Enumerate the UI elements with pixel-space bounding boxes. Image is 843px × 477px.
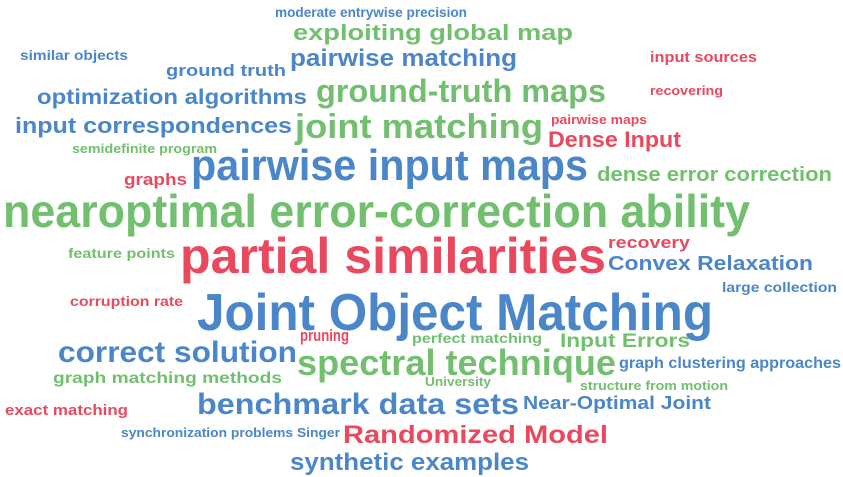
word-convex-relaxation: Convex Relaxation <box>608 253 813 275</box>
word-input-sources: input sources <box>650 49 757 66</box>
word-optimization-algorithms: optimization algorithms <box>37 86 307 109</box>
word-exact-matching: exact matching <box>5 402 128 419</box>
word-dense-error-correction: dense error correction <box>597 164 832 186</box>
word-correct-solution: correct solution <box>58 336 297 369</box>
word-structure-from-motion: structure from motion <box>580 378 728 393</box>
word-synthetic-examples: synthetic examples <box>290 449 529 476</box>
word-recovering: recovering <box>650 83 723 98</box>
word-randomized-model: Randomized Model <box>343 421 608 449</box>
word-partial-similarities: partial similarities <box>180 228 606 284</box>
word-dense-input: Dense Input <box>548 127 682 152</box>
word-benchmark-data-sets: benchmark data sets <box>197 388 519 421</box>
word-synchronization-problems-singer: synchronization problems Singer <box>121 425 340 440</box>
word-input-errors: Input Errors <box>560 331 690 352</box>
word-similar-objects: similar objects <box>20 47 128 63</box>
word-university: University <box>425 374 492 389</box>
word-input-correspondences: input correspondences <box>15 113 292 138</box>
word-pairwise-input-maps: pairwise input maps <box>191 141 588 190</box>
word-ground-truth: ground truth <box>166 61 286 80</box>
word-perfect-matching: perfect matching <box>412 330 542 346</box>
word-pairwise-matching: pairwise matching <box>290 45 517 72</box>
word-graph-clustering-approaches: graph clustering approaches <box>619 355 841 372</box>
word-feature-points: feature points <box>68 245 175 261</box>
word-graph-matching-methods: graph matching methods <box>53 370 282 387</box>
word-exploiting-global-map: exploiting global map <box>293 20 573 45</box>
word-recovery: recovery <box>608 233 691 252</box>
word-corruption-rate: corruption rate <box>70 293 183 309</box>
word-pairwise-maps: pairwise maps <box>551 112 647 127</box>
word-semidefinite-program: semidefinite program <box>72 141 217 156</box>
word-pruning: pruning <box>300 326 349 345</box>
word-spectral-technique: spectral technique <box>297 342 616 383</box>
word-near-optimal-joint: Near-Optimal Joint <box>523 393 711 413</box>
word-moderate-entrywise-precision: moderate entrywise precision <box>275 4 467 20</box>
word-large-collection: large collection <box>722 279 837 295</box>
word-joint-object-matching: Joint Object Matching <box>197 284 713 342</box>
word-ground-truth-maps: ground-truth maps <box>316 73 606 109</box>
word-joint-matching: joint matching <box>294 108 543 146</box>
word-graphs: graphs <box>124 170 187 189</box>
word-nearoptimal-error-correction-ability: nearoptimal error-correction ability <box>3 185 750 237</box>
